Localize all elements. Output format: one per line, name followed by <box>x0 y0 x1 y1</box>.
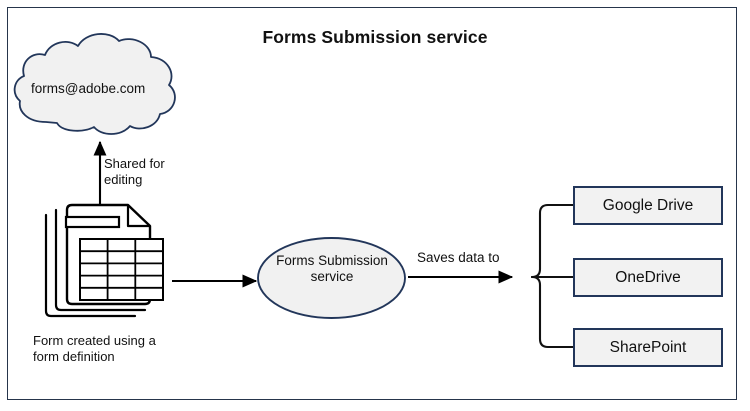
destination-box-onedrive: OneDrive <box>573 258 723 297</box>
destination-label-google-drive: Google Drive <box>602 196 694 214</box>
form-icon-caption: Form created using a form definition <box>33 333 156 364</box>
destination-box-sharepoint: SharePoint <box>573 328 723 367</box>
page-title: Forms Submission service <box>262 27 488 47</box>
cloud-email-label: forms@adobe.com <box>31 81 146 96</box>
arrow-label-saves-data-to: Saves data to <box>417 250 500 265</box>
arrow-label-shared-for-editing: Shared for editing <box>104 156 165 187</box>
destination-label-onedrive: OneDrive <box>615 268 681 286</box>
destination-label-sharepoint: SharePoint <box>609 338 687 356</box>
service-node-label: Forms Submission service <box>276 253 388 285</box>
destination-box-google-drive: Google Drive <box>573 186 723 225</box>
